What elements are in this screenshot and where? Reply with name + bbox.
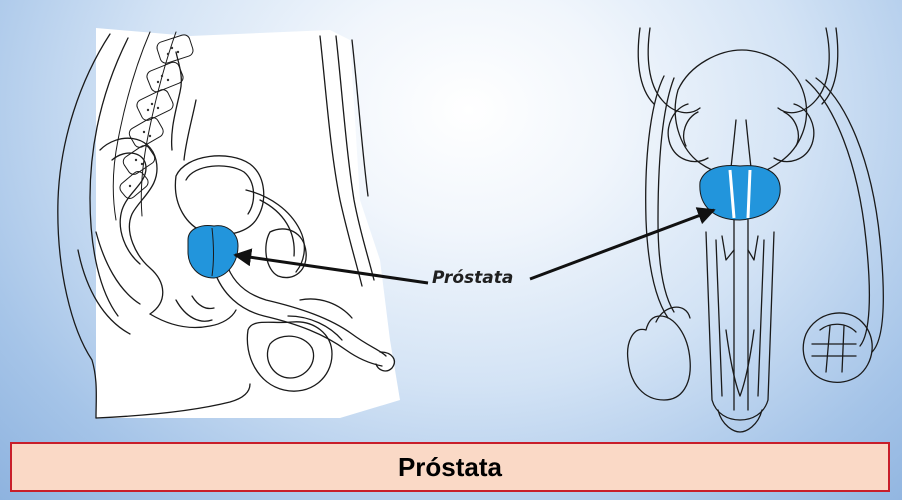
sagittal-pelvis-illustration (58, 28, 400, 418)
page-title: Próstata (398, 452, 502, 483)
title-bar: Próstata (10, 442, 890, 492)
prostate-callout-label: Próstata (432, 268, 513, 288)
frontal-male-reproductive-illustration (628, 28, 884, 432)
pointer-arrow-right (530, 210, 714, 279)
anatomy-figure (0, 0, 902, 440)
